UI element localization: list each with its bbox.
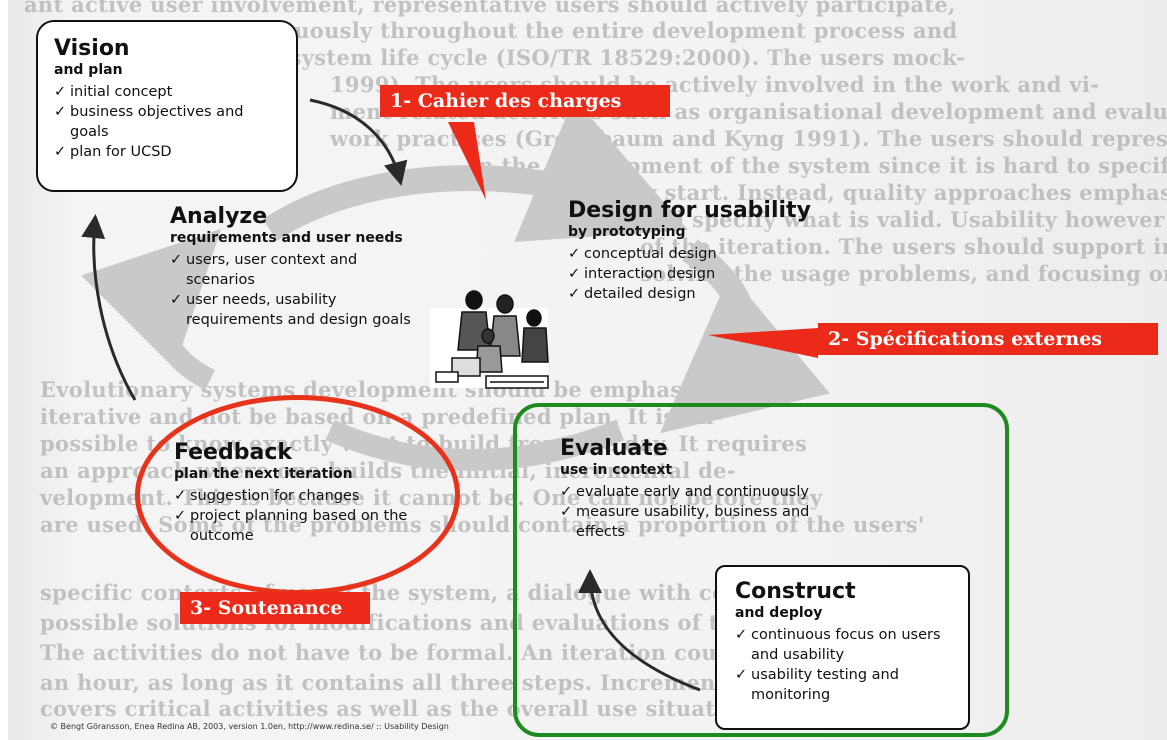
background-text-line: covers critical activities as well as th…: [40, 696, 809, 721]
evaluate-stage: Evaluate use in context evaluate early a…: [560, 436, 840, 542]
background-text-line: specific contexts of use of the system, …: [40, 580, 751, 605]
evaluate-item-list: evaluate early and continuously measure …: [560, 482, 810, 542]
vision-box: Vision and plan initial concept business…: [36, 20, 298, 192]
design-subtitle: by prototyping: [568, 224, 686, 240]
analyze-stage: Analyze requirements and user needs user…: [170, 204, 420, 330]
analyze-item-list: users, user context and scenarios user n…: [170, 250, 420, 330]
construct-item: continuous focus on users and usability: [735, 625, 950, 665]
background-text-line: and specify what is valid. Usability how…: [640, 207, 1167, 232]
analyze-item: users, user context and scenarios: [170, 250, 420, 290]
construct-subtitle: and deploy: [735, 605, 823, 621]
cahier-pointer: [448, 122, 486, 200]
soutenance-callout: 3- Soutenance: [180, 592, 370, 624]
analyze-subtitle: requirements and user needs: [170, 230, 403, 246]
arrow-vision-to-analyze: [309, 98, 408, 186]
design-stage: Design for usability by prototyping conc…: [568, 198, 828, 304]
vision-item: business objectives and goals: [54, 102, 284, 142]
construct-item-list: continuous focus on users and usability …: [735, 625, 950, 705]
background-text-line: The activities do not have to be formal.…: [40, 640, 741, 665]
vision-item-list: initial concept business objectives and …: [54, 82, 284, 162]
vision-title: Vision: [54, 36, 130, 61]
construct-title: Construct: [735, 579, 856, 604]
construct-box: Construct and deploy continuous focus on…: [715, 565, 970, 730]
arrow-construct-to-evaluate: [578, 569, 701, 692]
cahier-des-charges-callout: 1- Cahier des charges: [380, 85, 670, 117]
evaluate-title: Evaluate: [560, 436, 668, 461]
evaluate-construct-highlight-ring: [513, 403, 1009, 737]
evaluate-item: evaluate early and continuously: [560, 482, 810, 502]
design-item: interaction design: [568, 264, 828, 284]
vision-item: plan for UCSD: [54, 142, 284, 162]
design-item-list: conceptual design interaction design det…: [568, 244, 828, 304]
evaluate-subtitle: use in context: [560, 462, 673, 478]
vision-subtitle: and plan: [54, 62, 123, 78]
copyright-note: © Bengt Göransson, Enea Redina AB, 2003,…: [50, 722, 449, 731]
analyze-item: user needs, usability requirements and d…: [170, 290, 420, 330]
background-text-line: Evolutionary systems development should …: [40, 377, 764, 402]
vision-stage: Vision and plan initial concept business…: [54, 36, 284, 162]
background-text-line: an hour, as long as it contains all thre…: [40, 670, 748, 695]
construct-item: usability testing and monitoring: [735, 665, 950, 705]
design-title: Design for usability: [568, 198, 811, 223]
vision-item: initial concept: [54, 82, 284, 102]
people-illustration: [430, 290, 549, 389]
feedback-highlight-ring: [135, 395, 460, 595]
specifications-externes-callout: 2- Spécifications externes: [818, 323, 1158, 355]
loop-arrow-top: [262, 98, 689, 243]
specifications-pointer: [708, 328, 818, 358]
evaluate-item: measure usability, business and effects: [560, 502, 810, 542]
construct-stage: Construct and deploy continuous focus on…: [735, 579, 950, 705]
design-item: detailed design: [568, 284, 828, 304]
design-item: conceptual design: [568, 244, 828, 264]
analyze-title: Analyze: [170, 204, 268, 229]
arrow-feedback-to-vision: [81, 214, 137, 401]
background-text-line: possible solutions for modifications and…: [40, 610, 839, 635]
background-text-line: ant active user involvement, representat…: [24, 0, 956, 17]
